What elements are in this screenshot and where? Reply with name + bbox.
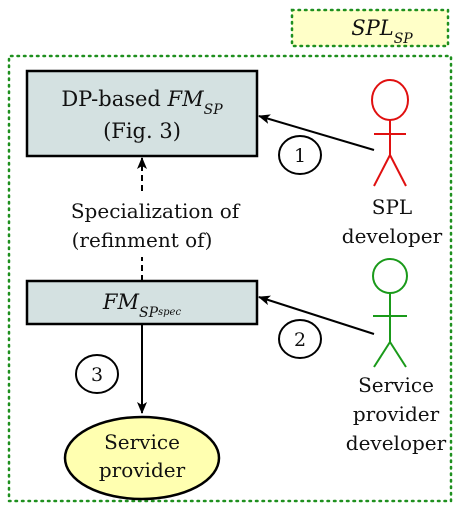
spl-developer-label-line1: SPL — [372, 195, 412, 219]
step-1-arrow — [258, 114, 375, 151]
spl-developer-label-line2: developer — [342, 224, 443, 248]
spl-sp-container-border — [7, 54, 453, 503]
service-provider-node: Service provider — [63, 415, 221, 501]
service-provider-line2: provider — [99, 458, 186, 482]
spl-sp-label-box: SPLSP — [290, 8, 450, 48]
step-2-arrow — [258, 295, 375, 335]
service-provider-developer-label-line1: Service — [358, 373, 434, 397]
svg-text:1: 1 — [294, 145, 306, 167]
service-provider-developer-label-line2: provider — [353, 402, 440, 426]
service-provider-developer-label-line3: developer — [346, 431, 447, 455]
fm-spec-label: FMSPspec — [102, 290, 182, 321]
step-3-badge: 3 — [75, 354, 119, 394]
step-1-badge: 1 — [278, 135, 322, 175]
spl-sp-label: SPLSP — [351, 16, 413, 47]
step-2-badge: 2 — [278, 319, 322, 359]
spl-developer-actor-icon — [371, 79, 409, 187]
specialization-label-line2: (refinment of) — [72, 228, 213, 252]
dp-fm-figure-ref: (Fig. 3) — [103, 119, 181, 143]
svg-text:2: 2 — [294, 329, 306, 351]
dp-fm-title: DP-based FMSP — [61, 87, 223, 118]
svg-text:3: 3 — [91, 364, 103, 386]
dp-based-fm-box: DP-based FMSP (Fig. 3) — [25, 69, 259, 158]
specialization-label-bg — [52, 195, 270, 257]
service-provider-developer-actor-icon — [372, 258, 408, 368]
fm-spec-box: FMSPspec — [25, 279, 259, 326]
service-provider-line1: Service — [104, 430, 180, 454]
specialization-label-line1: Specialization of — [71, 199, 241, 223]
